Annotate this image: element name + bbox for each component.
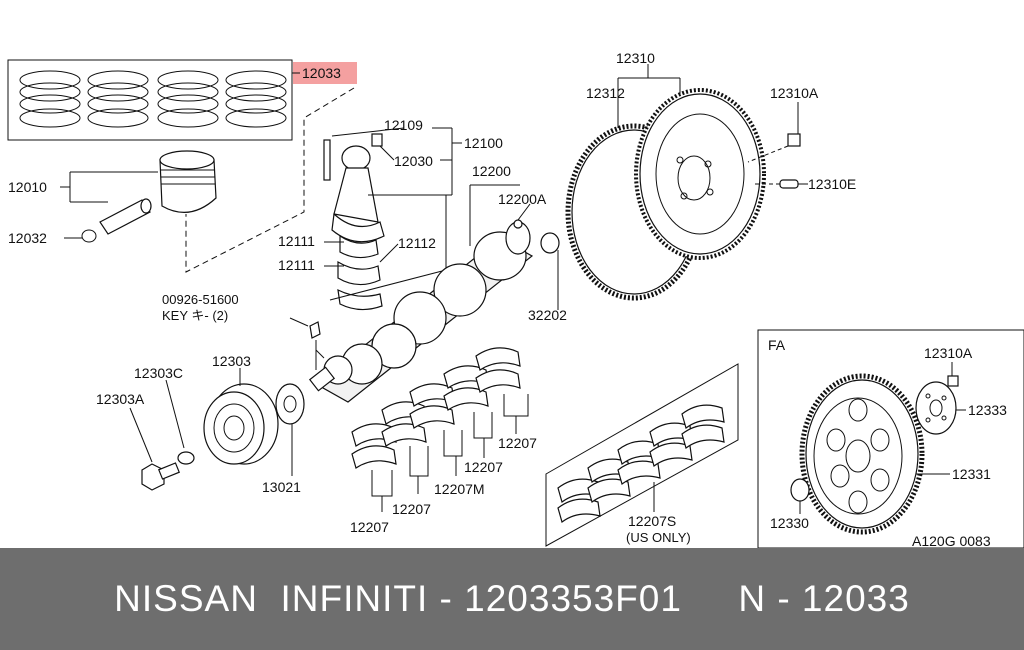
- label-12100: 12100: [464, 135, 503, 151]
- diagram-code: A120G 0083: [912, 533, 991, 548]
- snap-ring: [81, 229, 97, 243]
- piston-pin: [99, 198, 152, 235]
- label-00926-51600: 00926-51600: [162, 292, 239, 307]
- label-12032: 12032: [8, 230, 47, 246]
- label-12312: 12312: [586, 85, 625, 101]
- drive-plate: [799, 373, 925, 535]
- label-12111-b: 12111: [278, 257, 315, 273]
- label-12207-d: 12207: [498, 435, 537, 451]
- highlight-12033: [293, 62, 357, 84]
- flywheel: [565, 88, 766, 301]
- label-12310E: 12310E: [808, 176, 856, 192]
- label-12010: 12010: [8, 179, 47, 195]
- main-bearings: [351, 347, 521, 469]
- label-FA: FA: [768, 337, 786, 353]
- label-12303A: 12303A: [96, 391, 145, 407]
- pilot-bushing: [540, 232, 560, 254]
- label-12333: 12333: [968, 402, 1007, 418]
- label-12310: 12310: [616, 50, 655, 66]
- reinforcement-plate: [915, 381, 957, 435]
- crankshaft: [308, 221, 534, 403]
- label-key: KEY キ- (2): [162, 308, 228, 323]
- label-12109: 12109: [384, 117, 423, 133]
- fa-inset-box: [757, 329, 1024, 548]
- label-12111-a: 12111: [278, 233, 315, 249]
- label-us-only: (US ONLY): [626, 530, 691, 545]
- label-12200A: 12200A: [498, 191, 547, 207]
- label-12310A-fa: 12310A: [924, 345, 973, 361]
- us-only-bearing-box: [545, 363, 739, 547]
- label-13021: 13021: [262, 479, 301, 495]
- label-12112: 12112: [398, 235, 436, 251]
- label-12331: 12331: [952, 466, 991, 482]
- label-12303: 12303: [212, 353, 251, 369]
- crank-pulley: [203, 383, 279, 465]
- us-only-bearings: [557, 404, 725, 524]
- connecting-rod: [323, 133, 385, 311]
- bearing-leaders: [371, 394, 529, 512]
- footer-part-number: NISSAN INFINITI - 1203353F01 N - 12033: [114, 578, 910, 619]
- label-12207S: 12207S: [628, 513, 676, 529]
- label-12200: 12200: [472, 163, 511, 179]
- dashed-guide: [185, 87, 355, 273]
- label-12330: 12330: [770, 515, 809, 531]
- piston: [159, 150, 217, 213]
- piston-ring-set: [7, 59, 293, 141]
- flywheel-bolt: [747, 133, 801, 163]
- label-12030: 12030: [394, 153, 433, 169]
- dowel-pin: [779, 179, 799, 189]
- spacer-ring: [790, 478, 810, 502]
- crank-sprocket: [275, 383, 305, 425]
- footer-banner: NISSAN INFINITI - 1203353F01 N - 12033: [0, 548, 1024, 650]
- label-12303C: 12303C: [134, 365, 183, 381]
- label-12033: 12033: [302, 65, 341, 81]
- drive-plate-bolt: [947, 375, 959, 387]
- label-12207M: 12207M: [434, 481, 485, 497]
- label-12207-c: 12207: [464, 459, 503, 475]
- label-32202: 32202: [528, 307, 567, 323]
- label-12310A: 12310A: [770, 85, 819, 101]
- parts-diagram: 12033 12010 12032 12109 12100 12030: [7, 50, 1024, 548]
- label-12207-b: 12207: [392, 501, 431, 517]
- label-12207-a: 12207: [350, 519, 389, 535]
- pulley-bolt: [141, 462, 180, 491]
- key: [309, 321, 321, 339]
- pulley-washer: [177, 451, 195, 465]
